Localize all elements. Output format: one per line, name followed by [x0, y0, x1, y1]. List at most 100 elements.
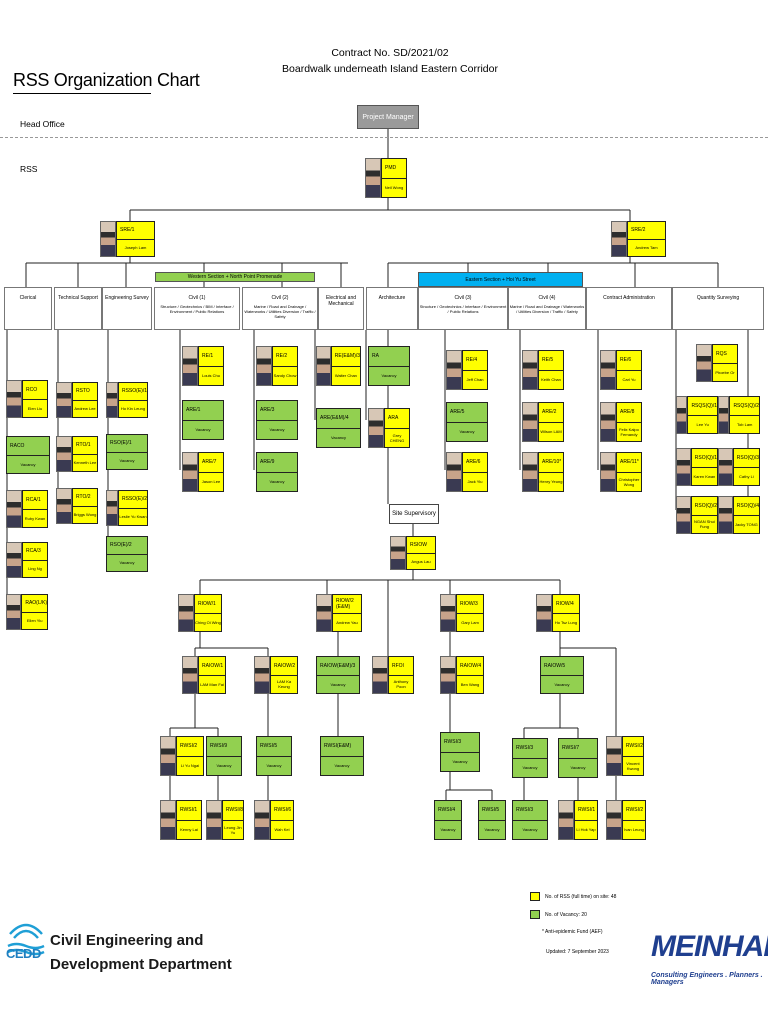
- position-code: RWSI/1: [578, 807, 596, 814]
- staff-photo-icon: [56, 488, 72, 524]
- staff-name: Vacancy: [7, 454, 49, 474]
- position-card: ARE/11*Christopher Wong: [600, 452, 642, 492]
- staff-name: Cathy Li: [733, 466, 759, 486]
- position-box: RAO(L/K)Ellen Yiu: [21, 594, 48, 630]
- staff-photo-icon: [440, 594, 456, 632]
- title-underline: [13, 93, 151, 94]
- staff-name: Vacancy: [513, 819, 547, 840]
- staff-name: Phoebe Or: [713, 362, 737, 382]
- position-code: RAIOW/4: [460, 662, 482, 669]
- staff-photo-icon: [446, 452, 462, 492]
- position-code: RSO(Q)/3: [736, 454, 759, 461]
- section-electrical-mechanical: Electrical and Mechanical: [318, 287, 364, 330]
- staff-name: Gary Lam: [457, 612, 483, 632]
- position-code: RSTO: [76, 388, 90, 395]
- position-code: RQS: [716, 350, 727, 357]
- staff-name: Andrew Tam: [628, 238, 665, 257]
- staff-name: Walter Chan: [331, 365, 360, 386]
- head-office-label: Head Office: [20, 119, 65, 129]
- staff-photo-icon: [611, 221, 627, 257]
- legend-vacant-swatch: [530, 910, 540, 919]
- staff-name: Vacancy: [435, 819, 461, 840]
- position-code: RSO(E)/1: [110, 440, 132, 447]
- position-code: ARE/6: [466, 459, 481, 466]
- position-card: RIOW/2 (E&M)Andrew Yau: [316, 594, 362, 632]
- position-code: RTO/1: [76, 442, 91, 449]
- position-code: RAO(L/K): [25, 600, 47, 607]
- position-code: RWSI/9: [210, 743, 228, 750]
- position-code: RACO: [10, 442, 25, 449]
- section-contract-administration: Contract Administration: [586, 287, 672, 330]
- staff-name: Jack Yiu: [463, 471, 487, 492]
- western-section-band: Western Section + North Point Promenade: [155, 272, 315, 282]
- contract-description: Boardwalk underneath Island Eastern Corr…: [282, 63, 498, 75]
- staff-name: Anthony Poon: [389, 674, 413, 694]
- staff-name: Carl Yu: [617, 369, 641, 390]
- position-code: RE(E&M)/3: [334, 353, 360, 360]
- staff-name: Vacancy: [317, 427, 360, 448]
- position-code: RWSI/8: [225, 807, 243, 814]
- position-code: RE/4: [466, 357, 478, 364]
- staff-name: Vacancy: [369, 365, 409, 386]
- staff-photo-icon: [718, 448, 733, 486]
- section-architecture: Architecture: [366, 287, 418, 330]
- position-code: RSSO(E)/1: [121, 388, 147, 395]
- position-code: RSQS(Q)/1: [691, 402, 717, 409]
- position-box: ARE/10*Henry Yeung: [538, 452, 564, 492]
- staff-photo-icon: [316, 594, 332, 632]
- position-code: RAIOW(E&M)/3: [320, 662, 356, 669]
- position-code: RWSI/4: [438, 807, 456, 814]
- staff-photo-icon: [6, 594, 22, 630]
- staff-name: NGAN Shui Fung: [691, 514, 717, 534]
- staff-photo-icon: [696, 344, 712, 382]
- staff-name: Louis Chu: [199, 365, 223, 386]
- position-code: RAIOW/5: [544, 662, 566, 669]
- staff-name: Neil Wong: [382, 177, 406, 198]
- staff-photo-icon: [106, 490, 118, 526]
- staff-photo-icon: [182, 346, 198, 386]
- staff-photo-icon: [254, 800, 270, 840]
- staff-name: Elen Liu: [23, 398, 47, 418]
- staff-photo-icon: [56, 436, 72, 472]
- position-code: ARE/2: [542, 409, 557, 416]
- staff-photo-icon: [522, 402, 538, 442]
